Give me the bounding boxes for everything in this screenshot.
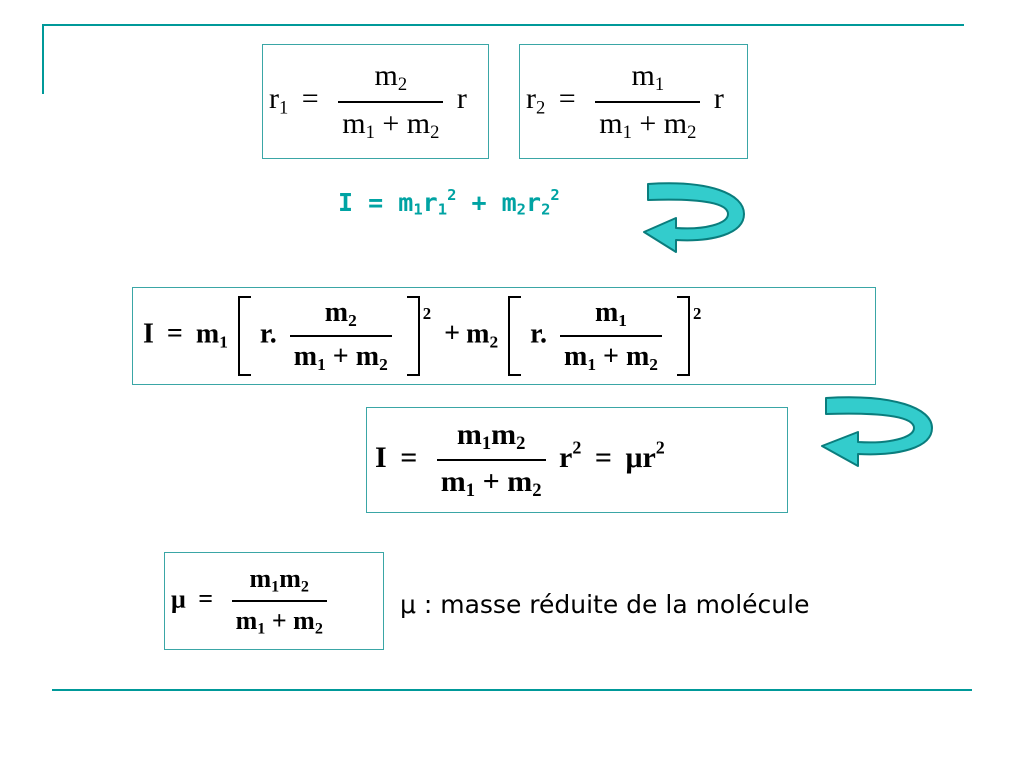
formula-r2: r2 = m1 m1 + m2 r: [526, 59, 724, 143]
formula-mu: μ = m1m2 m1 + m2: [171, 564, 333, 639]
formula-r1: r1 = m2 m1 + m2 r: [269, 59, 467, 143]
top-horizontal-line: [42, 24, 964, 26]
formula-expanded-I: I = m1 r. m2 m1 + m2 2 +m2 r. m1 m1 + m2…: [143, 296, 702, 376]
formula-reduced-I-box: I = m1m2 m1 + m2 r2 = μr2: [366, 407, 788, 513]
moment-of-inertia-formula: I = m1r12 + m2r22: [338, 186, 560, 219]
curved-arrow-icon: [643, 182, 745, 253]
formula-r1-box: r1 = m2 m1 + m2 r: [262, 44, 489, 159]
formula-r2-box: r2 = m1 m1 + m2 r: [519, 44, 748, 159]
curved-arrow-icon: [821, 396, 933, 467]
left-vertical-accent: [42, 24, 44, 94]
bottom-horizontal-line: [52, 689, 972, 691]
formula-mu-box: μ = m1m2 m1 + m2: [164, 552, 384, 650]
reduced-mass-caption: μ : masse réduite de la molécule: [400, 590, 810, 619]
formula-reduced-I: I = m1m2 m1 + m2 r2 = μr2: [375, 417, 665, 502]
formula-expanded-I-box: I = m1 r. m2 m1 + m2 2 +m2 r. m1 m1 + m2…: [132, 287, 876, 385]
